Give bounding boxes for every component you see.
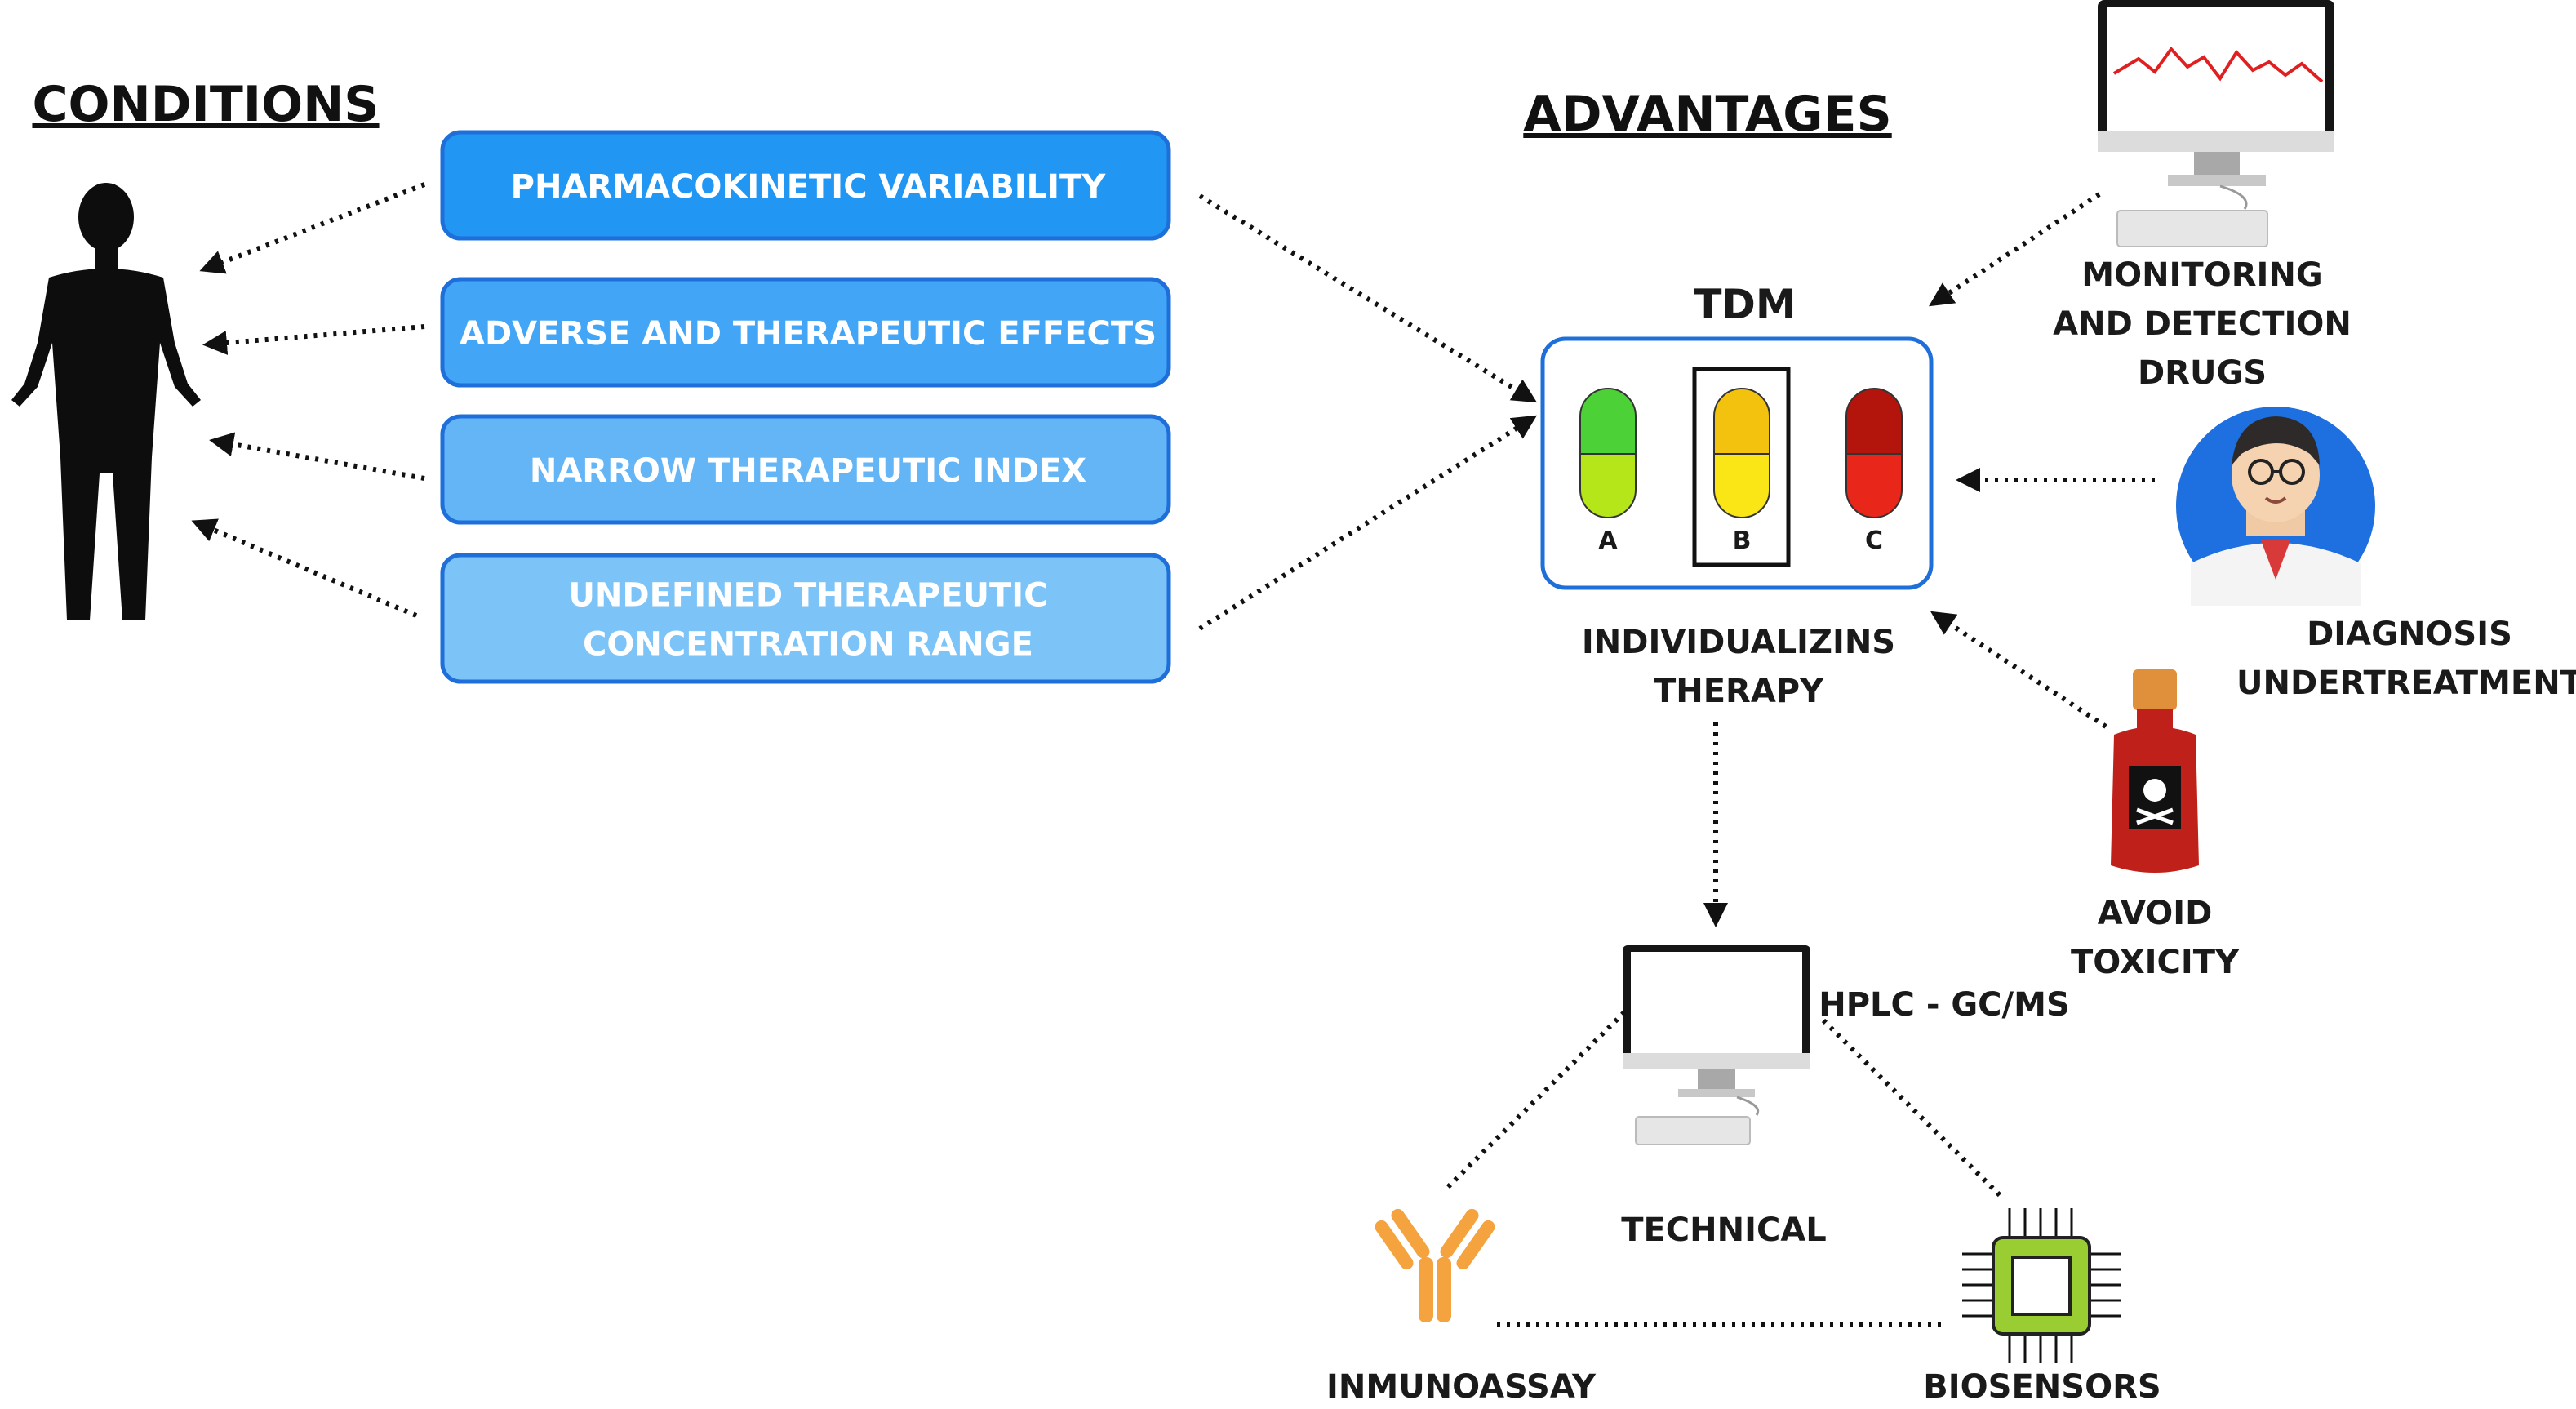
pill-c: C <box>1845 388 1903 555</box>
monitor-icon <box>2098 0 2334 247</box>
pill-a: A <box>1579 388 1637 555</box>
human-silhouette-icon <box>11 183 201 620</box>
advantages-heading: ADVANTAGES <box>1523 86 1891 143</box>
doctor-avatar-icon <box>2176 407 2375 606</box>
condition-box-3: NARROW THERAPEUTIC INDEX <box>440 414 1171 525</box>
conditions-heading: CONDITIONS <box>32 76 379 133</box>
hplc-label: HPLC - GC/MS <box>1819 986 2070 1024</box>
condition-box-label: NARROW THERAPEUTIC INDEX <box>530 452 1086 490</box>
pill-bottom-half <box>1579 453 1637 518</box>
toxicity-line-2: TOXICITY <box>2071 944 2240 981</box>
pill-bottom-half <box>1845 453 1903 518</box>
connector-lines <box>191 182 2155 1327</box>
pill-letter: C <box>1865 527 1883 555</box>
condition-box-4: UNDEFINED THERAPEUTIC CONCENTRATION RANGE <box>440 553 1171 684</box>
poison-bottle-icon <box>2111 669 2199 873</box>
technical-monitor-icon <box>1623 945 1810 1145</box>
pill-top-half <box>1713 388 1770 455</box>
condition-box-label: PHARMACOKINETIC VARIABILITY <box>511 168 1107 206</box>
tdm-caption-line-2: THERAPY <box>1654 673 1824 710</box>
monitoring-line-2: AND DETECTION <box>2053 305 2352 343</box>
condition-box-label: CONCENTRATION RANGE <box>583 626 1033 664</box>
tdm-caption-line-1: INDIVIDUALIZINS <box>1582 624 1895 661</box>
pill-letter: B <box>1733 527 1752 555</box>
diagnosis-line-1: DIAGNOSIS <box>2307 616 2512 653</box>
pill-top-half <box>1579 388 1637 455</box>
selected-pill-frame <box>1692 367 1791 567</box>
condition-box-1: PHARMACOKINETIC VARIABILITY <box>440 130 1171 241</box>
biosensors-label: BIOSENSORS <box>1923 1368 2161 1406</box>
monitoring-line-1: MONITORING <box>2081 256 2322 294</box>
immunoassay-label: INMUNOASSAY <box>1326 1368 1597 1406</box>
condition-box-label: UNDEFINED THERAPEUTIC <box>568 577 1047 615</box>
pill-top-half <box>1845 388 1903 455</box>
condition-box-2: ADVERSE AND THERAPEUTIC EFFECTS <box>440 277 1171 388</box>
chip-icon <box>1962 1208 2121 1363</box>
condition-box-label: ADVERSE AND THERAPEUTIC EFFECTS <box>460 315 1157 353</box>
diagnosis-line-2: UNDERTREATMENT <box>2236 664 2576 702</box>
monitoring-line-3: DRUGS <box>2138 354 2267 392</box>
condition-box-bg <box>440 553 1171 684</box>
condition-box-bg <box>440 277 1171 388</box>
technical-label: TECHNICAL <box>1621 1211 1827 1249</box>
condition-box-bg <box>440 414 1171 525</box>
tdm-title: TDM <box>1694 281 1796 328</box>
antibody-icon <box>1375 1208 1495 1322</box>
condition-box-bg <box>440 130 1171 241</box>
toxicity-line-1: AVOID <box>2098 895 2213 932</box>
pill-letter: A <box>1598 527 1618 555</box>
pill-b: B <box>1713 388 1770 555</box>
pill-bottom-half <box>1713 453 1770 518</box>
